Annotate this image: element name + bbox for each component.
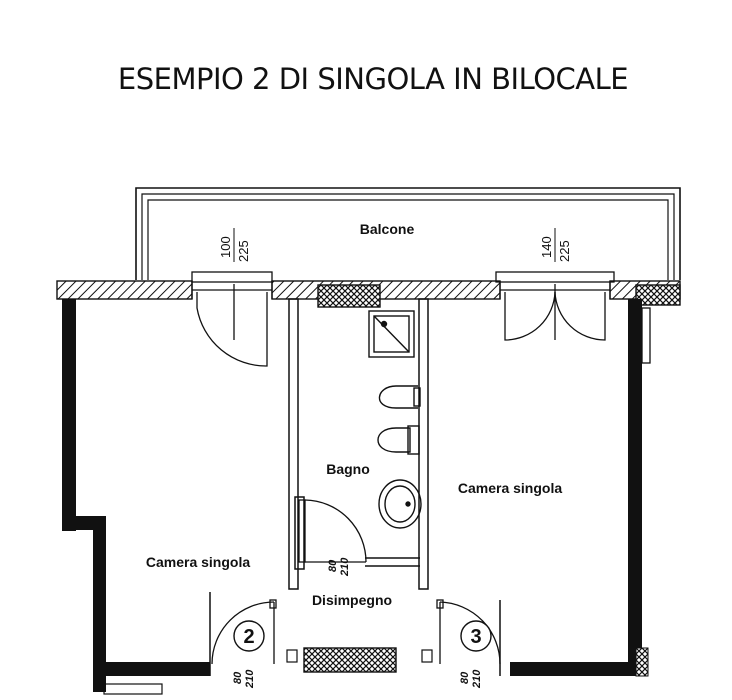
dim-door-bathroom-height: 210 <box>339 557 351 577</box>
door-marker-3: 3 <box>470 626 481 648</box>
balcony-railing <box>135 187 681 280</box>
room-label-hallway: Disimpegno <box>312 592 392 608</box>
dim-door-3-width: 80 <box>459 671 471 684</box>
dim-door-3-height: 210 <box>471 669 483 689</box>
bidet <box>378 385 421 409</box>
plan-title: ESEMPIO 2 DI SINGOLA IN BILOCALE <box>117 62 629 96</box>
dim-window-right-width: 140 <box>539 236 554 258</box>
door-marker-2: 2 <box>243 626 254 648</box>
door-bathroom <box>298 499 367 563</box>
room-label-bathroom: Bagno <box>326 461 370 477</box>
dim-window-left-height: 225 <box>236 240 251 262</box>
dim-door-2-height: 210 <box>244 669 256 689</box>
exterior-wall-top <box>56 280 681 308</box>
door-2 <box>211 599 277 665</box>
window-right <box>495 271 615 341</box>
window-left <box>191 271 273 367</box>
room-label-bedroom-left: Camera singola <box>146 554 250 570</box>
door-marker-3-circle <box>460 620 492 652</box>
toilet <box>377 425 420 455</box>
dim-window-right-height: 225 <box>557 240 572 262</box>
door-marker-2-circle <box>233 620 265 652</box>
interior-walls <box>209 298 501 676</box>
room-label-bedroom-right: Camera singola <box>458 480 562 496</box>
washbasin <box>378 479 422 529</box>
exterior-walls <box>62 299 651 695</box>
door-3 <box>436 599 501 665</box>
shower-tray <box>368 310 415 358</box>
dim-door-2-width: 80 <box>232 671 244 684</box>
hallway-threshold <box>286 647 433 673</box>
room-label-balcony: Balcone <box>360 221 415 237</box>
dim-door-bathroom-width: 80 <box>327 559 339 572</box>
dim-window-left-width: 100 <box>218 236 233 258</box>
